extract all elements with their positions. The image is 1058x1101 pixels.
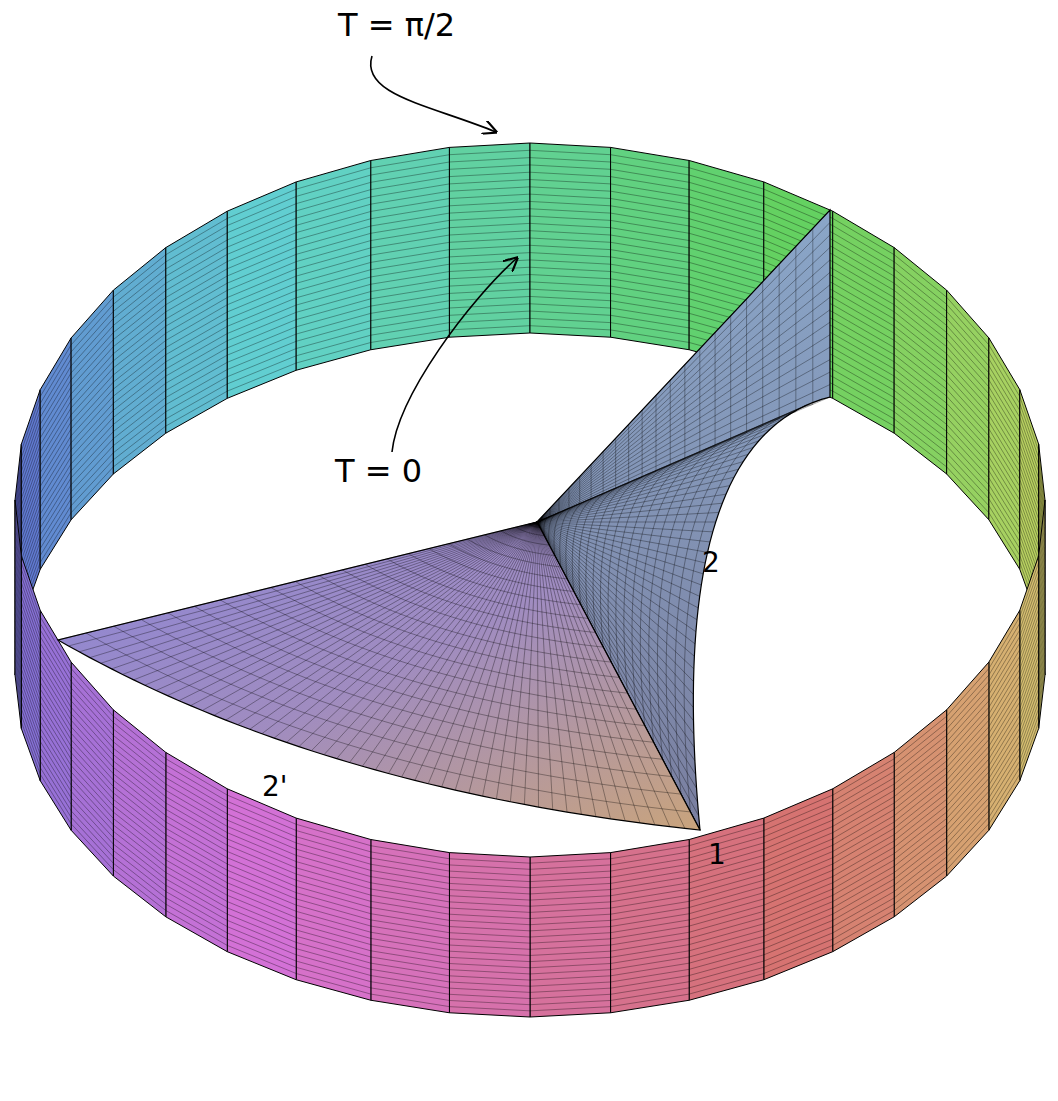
callout-number: 1 <box>708 840 726 871</box>
boundary-time-label: T = 0 <box>335 454 422 489</box>
boundary-time-label: T = π/2 <box>338 8 455 43</box>
callout-number: 2 <box>702 548 720 579</box>
callout-number: 2' <box>262 772 288 803</box>
leader-arrow <box>371 56 496 132</box>
leader-arrow <box>392 258 517 452</box>
worldsheet-surface <box>58 210 830 830</box>
cylinder-band-front <box>15 500 1045 1017</box>
